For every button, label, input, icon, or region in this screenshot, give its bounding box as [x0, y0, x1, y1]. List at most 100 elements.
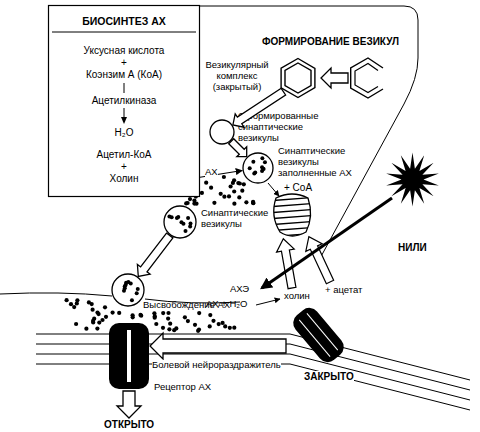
hexagon-outline [285, 63, 311, 93]
node-shape [385, 152, 440, 207]
acetylcholine-dot [217, 322, 221, 326]
acetylcholine-dot [117, 311, 121, 315]
acetylcholine-dot [91, 308, 95, 312]
receptor-body [289, 304, 348, 366]
node-text: ЗАКРЫТО [304, 371, 354, 383]
box-heading: БИОСИНТЕЗ АХ [48, 15, 200, 27]
acetylcholine-dot [252, 172, 256, 176]
acetylcholine-dot [176, 215, 180, 219]
acetylcholine-dot [179, 220, 183, 224]
reaction-arrow [124, 108, 125, 118]
acetylcholine-dot [87, 300, 91, 304]
acetylcholine-dot [196, 329, 200, 333]
acetylcholine-dot [103, 305, 107, 309]
acetylcholine-dot [166, 311, 170, 315]
acetylcholine-dot [193, 323, 197, 327]
edge-label: Болевой нейрораздражитель [152, 360, 281, 371]
acetylcholine-dot [263, 160, 267, 164]
receptor-open: Рецептор АХ [108, 322, 150, 390]
node-text: Холин [48, 173, 200, 185]
annotation-label: ОТКРЫТО [104, 419, 154, 431]
acetylcholine-dot [92, 317, 96, 321]
acetylcholine-dot [153, 316, 157, 320]
node-text: НИЛИ [398, 242, 427, 254]
receptor-group [289, 304, 348, 366]
acetylcholine-dot [212, 201, 216, 205]
arrow-head [121, 117, 127, 124]
receptor-closed: ЗАКРЫТО [286, 305, 351, 365]
reaction-line [124, 83, 125, 93]
acetylcholine-dot [222, 175, 226, 179]
annotation-label: + ацетат [325, 285, 362, 296]
acetylcholine-dot [74, 322, 78, 326]
receptor-body [109, 323, 149, 389]
acetylcholine-dot [208, 313, 212, 317]
acetylcholine-dot [104, 315, 108, 319]
vesicle-outline [243, 153, 273, 183]
thin-arrow [256, 299, 280, 305]
acetylcholine-dot [84, 327, 88, 331]
acetylcholine-dot [172, 328, 176, 332]
laser-star: НИЛИ [385, 152, 440, 207]
acetylcholine-dot [124, 283, 128, 287]
acetylcholine-dot [129, 282, 133, 286]
annotation-label: АХЭ [230, 284, 249, 295]
acetylcholine-dot [223, 324, 227, 328]
node-text: Синаптические везикулы заполненные АХ [278, 146, 352, 179]
acetylcholine-dot [97, 312, 101, 316]
nerve-fiber [36, 334, 470, 410]
acetylcholine-dots [65, 174, 256, 333]
acetylcholine-dot [130, 298, 134, 302]
node-text: Ацетилкиназа [48, 95, 200, 107]
acetylcholine-dot [136, 287, 140, 291]
box-outline [49, 6, 200, 197]
receptor-channel [127, 330, 131, 382]
acetylcholine-dot [253, 171, 257, 175]
acetylcholine-dot [111, 311, 115, 315]
acetylcholine-dot [260, 156, 264, 160]
acetylcholine-dot [161, 326, 165, 330]
acetylcholine-dot [152, 311, 156, 315]
acetylcholine-dot [72, 305, 76, 309]
acetylcholine-dot [166, 317, 170, 321]
acetylcholine-dot [248, 166, 252, 170]
acetylcholine-dot [192, 202, 196, 206]
open-vesicle-complex [351, 58, 383, 98]
laser-beam [262, 198, 392, 288]
acetylcholine-dot [227, 194, 231, 198]
acetylcholine-dot [65, 298, 69, 302]
acetylcholine-dot [200, 191, 204, 195]
acetylcholine-dot [69, 302, 73, 306]
acetylcholine-dot [95, 327, 99, 331]
acetylcholine-dot [242, 182, 246, 186]
annotation-label: АХ + H₂O [206, 299, 247, 310]
acetylcholine-dot [138, 313, 142, 317]
hollow-arrow [150, 333, 286, 359]
node-text: Синаптические везикулы [201, 208, 267, 230]
acetylcholine-dot [186, 216, 190, 220]
acetylcholine-dot [232, 189, 236, 193]
vesicle-outline [210, 120, 234, 144]
acetylcholine-dot [204, 181, 208, 185]
section-heading: ФОРМИРОВАНИЕ ВЕЗИКУЛ [262, 36, 399, 48]
acetylcholine-dot [167, 215, 171, 219]
acetylcholine-dot [211, 319, 215, 323]
node-shape [111, 273, 145, 307]
acetylcholine-dot [219, 192, 223, 196]
node-text: Коэнзим А (КоА) [48, 69, 200, 81]
acetylcholine-dot [209, 186, 213, 190]
open-vesicle-complex-inner [355, 64, 378, 93]
acetylcholine-dot [188, 221, 192, 225]
node-text: + [48, 161, 200, 173]
acetylcholine-dot [244, 200, 248, 204]
node-shape [108, 322, 150, 390]
acetylcholine-dot [75, 298, 79, 302]
acetylcholine-dot [222, 195, 226, 199]
node-text: Уксусная кислота [48, 45, 200, 57]
acetylcholine-dot [232, 326, 236, 330]
acetylcholine-dot [168, 322, 172, 326]
acetylcholine-dot [139, 314, 143, 318]
acetylcholine-dot [237, 195, 241, 199]
hexagon-outline [281, 59, 315, 98]
